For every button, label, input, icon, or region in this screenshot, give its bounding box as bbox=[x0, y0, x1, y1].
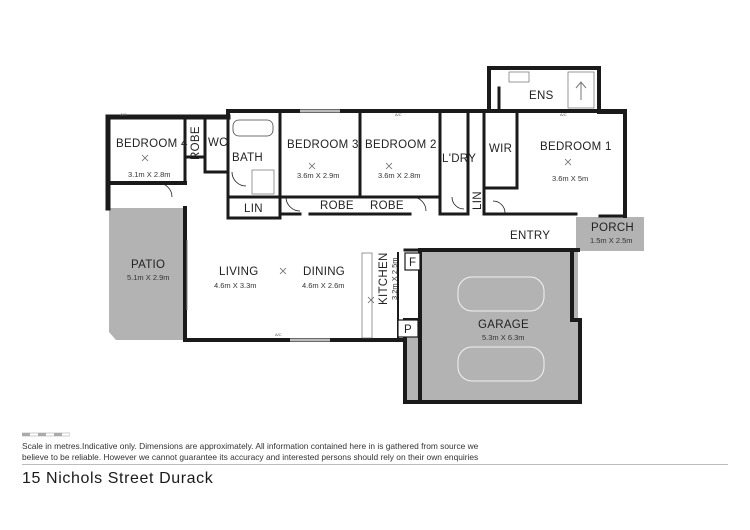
arrow-up-icon bbox=[575, 81, 587, 100]
room-label-wc: WC bbox=[208, 137, 228, 149]
bathtub bbox=[232, 119, 274, 137]
room-dims-patio: 5.1m X 2.9m bbox=[127, 273, 170, 282]
shower bbox=[251, 169, 275, 195]
porch-area bbox=[576, 217, 644, 251]
room-label-robe: ROBE bbox=[370, 200, 404, 212]
room-dims-bedroom3: 3.6m X 2.9m bbox=[297, 171, 340, 180]
kitchen-bench bbox=[361, 252, 373, 339]
ac-marker: A/C bbox=[560, 112, 567, 117]
room-dims-porch: 1.5m X 2.5m bbox=[590, 236, 633, 245]
room-dims-bedroom1: 3.6m X 5m bbox=[552, 174, 588, 183]
garage-area bbox=[420, 251, 578, 401]
fridge-box bbox=[404, 252, 421, 271]
ac-marker: A/C bbox=[275, 332, 282, 337]
room-label-dining: DINING bbox=[303, 266, 345, 278]
ac-marker: A/C bbox=[395, 112, 402, 117]
room-label-bedroom3: BEDROOM 3 bbox=[287, 139, 359, 151]
room-label-living: LIVING bbox=[219, 266, 259, 278]
room-dims-dining: 4.6m X 2.6m bbox=[302, 281, 345, 290]
footer-divider bbox=[22, 464, 728, 465]
room-dims-kitchen: 3.2m X 2.5m bbox=[390, 257, 399, 300]
ac-marker: A/C bbox=[120, 112, 127, 117]
room-label-patio: PATIO bbox=[131, 259, 165, 271]
room-dims-bedroom4: 3.1m X 2.8m bbox=[128, 170, 171, 179]
pantry-box bbox=[397, 319, 419, 338]
room-label-wir: WIR bbox=[489, 143, 512, 155]
room-label-pantry: P bbox=[404, 324, 412, 336]
room-label-robe: ROBE bbox=[190, 126, 202, 160]
disclaimer-line: believe to be reliable. However we canno… bbox=[22, 452, 479, 462]
room-label-bath: BATH bbox=[232, 152, 263, 164]
room-label-laundry: L'DRY bbox=[442, 153, 476, 165]
room-label-kitchen: KITCHEN bbox=[378, 252, 390, 305]
room-label-lin: LIN bbox=[244, 203, 263, 215]
room-label-entry: ENTRY bbox=[510, 230, 550, 242]
room-label-porch: PORCH bbox=[591, 222, 634, 234]
room-label-garage: GARAGE bbox=[478, 319, 529, 331]
ens-shower bbox=[567, 71, 595, 109]
scale-bar bbox=[22, 432, 70, 437]
room-label-fridge: F bbox=[409, 257, 416, 269]
car-icons bbox=[457, 276, 545, 382]
fan-icons bbox=[141, 154, 572, 304]
room-label-bedroom4: BEDROOM 4 bbox=[116, 138, 188, 150]
door-swings bbox=[157, 171, 506, 214]
room-label-robe: ROBE bbox=[320, 200, 354, 212]
room-label-bedroom1: BEDROOM 1 bbox=[540, 141, 612, 153]
floor-plan: A/C A/C A/C A/C BEDROOM 4 3.1m X 2.8m RO… bbox=[105, 66, 644, 404]
room-label-bedroom2: BEDROOM 2 bbox=[365, 139, 437, 151]
patio-area bbox=[109, 208, 185, 340]
room-dims-living: 4.6m X 3.3m bbox=[214, 281, 257, 290]
property-address: 15 Nichols Street Durack bbox=[22, 470, 214, 487]
room-label-lin: LIN bbox=[472, 191, 484, 210]
room-dims-garage: 5.3m X 6.3m bbox=[482, 333, 525, 342]
disclaimer-line: Scale in metres.Indicative only. Dimensi… bbox=[22, 441, 479, 451]
room-label-ens: ENS bbox=[529, 90, 554, 102]
room-dims-bedroom2: 3.6m X 2.8m bbox=[378, 171, 421, 180]
disclaimer: Scale in metres.Indicative only. Dimensi… bbox=[22, 441, 542, 463]
ens-vanity bbox=[508, 71, 530, 83]
